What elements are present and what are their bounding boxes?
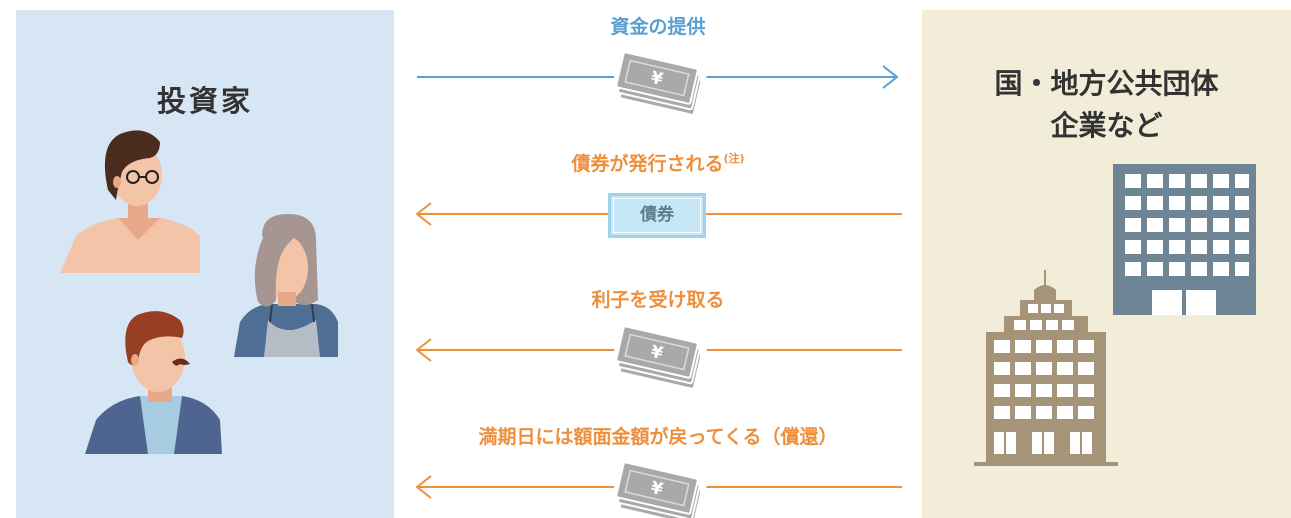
banknote-stack-icon: ¥: [610, 319, 710, 391]
yen-symbol: ¥: [649, 478, 665, 500]
bond-certificate-label: 債券: [640, 205, 674, 225]
bond-issue-note: (注): [723, 152, 745, 165]
redemption-label-text: 満期日には額面金額が戻ってくる（償還）: [478, 426, 838, 448]
banknote-stack-icon: ¥: [610, 45, 710, 117]
yen-symbol: ¥: [649, 68, 665, 90]
bond-issue-label-text: 債券が発行される: [571, 153, 724, 175]
issuer-title-line1: 国・地方公共団体: [994, 67, 1219, 100]
interest-label-text: 利子を受け取る: [591, 289, 725, 311]
office-building-icon: [1113, 164, 1256, 315]
bond-certificate-icon: 債券: [608, 193, 706, 238]
interest-flow-label: 利子を受け取る: [400, 285, 916, 312]
person-icon: [234, 214, 338, 357]
funding-label-text: 資金の提供: [610, 16, 706, 38]
investor-title: 投資家: [156, 84, 253, 118]
office-building-icon: [974, 270, 1118, 466]
person-icon: [85, 311, 222, 454]
redemption-flow-label: 満期日には額面金額が戻ってくる（償還）: [400, 422, 916, 449]
person-icon: [60, 130, 200, 273]
banknote-stack-icon: ¥: [610, 455, 710, 518]
funding-flow-label: 資金の提供: [400, 12, 916, 39]
yen-symbol: ¥: [649, 342, 665, 364]
issuer-title-line2: 企業など: [1050, 109, 1163, 142]
bond-issue-flow-label: 債券が発行される(注): [400, 149, 916, 176]
